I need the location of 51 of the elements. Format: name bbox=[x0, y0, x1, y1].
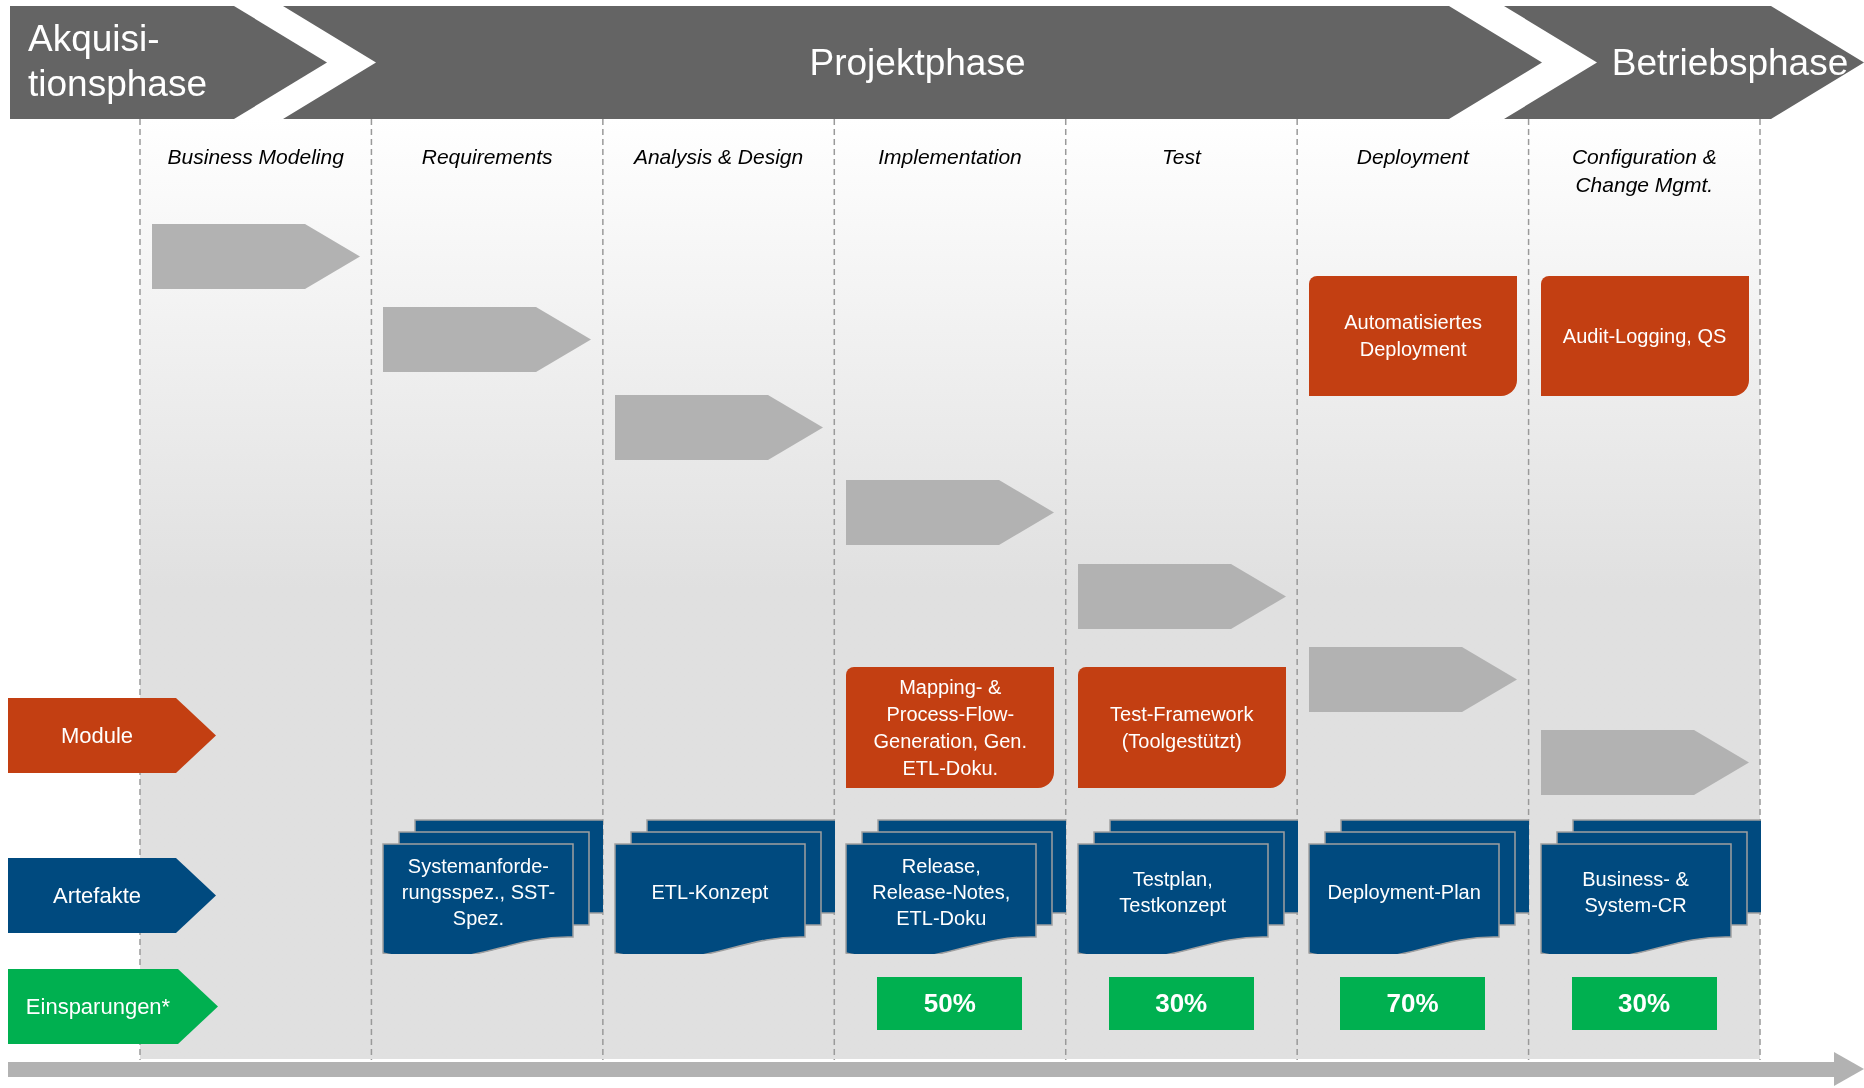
document-stack bbox=[1075, 818, 1298, 954]
phase-label: Akquisi- tionsphase bbox=[28, 17, 208, 106]
process-step-shape bbox=[152, 224, 360, 289]
module-box bbox=[1540, 276, 1749, 396]
column-heading: Implementation bbox=[877, 144, 1023, 170]
process-step-shape bbox=[846, 480, 1055, 545]
row-label: Module bbox=[60, 722, 134, 750]
document-stack bbox=[1307, 818, 1530, 954]
artifact-text: Systemanforde- rungsspez., SST- Spez. bbox=[400, 853, 557, 931]
savings-badge bbox=[1340, 977, 1486, 1030]
row-label: Einsparungen* bbox=[25, 993, 171, 1021]
module-text: Automatisiertes Deployment bbox=[1343, 310, 1484, 362]
phase-band bbox=[10, 6, 327, 119]
column-heading: Analysis & Design bbox=[632, 144, 805, 170]
column-heading: Test bbox=[1160, 144, 1203, 170]
savings-badge bbox=[1571, 977, 1717, 1030]
module-text: Test-Framework (Toolgestützt) bbox=[1109, 701, 1255, 754]
column-heading: Business Modeling bbox=[166, 144, 345, 170]
artifact-text: ETL-Konzept bbox=[650, 879, 770, 905]
artifact-text: Testplan, Testkonzept bbox=[1118, 866, 1228, 918]
savings-badge bbox=[877, 977, 1023, 1030]
process-step-shape bbox=[1077, 564, 1286, 629]
column-heading: Requirements bbox=[420, 144, 554, 170]
percent-value: 70% bbox=[1386, 987, 1439, 1020]
phase-label: Projektphase bbox=[809, 40, 1026, 85]
phase-band bbox=[1504, 6, 1864, 119]
module-text: Mapping- & Process-Flow- Generation, Gen. ETL-Doku. bbox=[872, 674, 1028, 781]
column-heading: Configuration & Change Mgmt. bbox=[1570, 144, 1718, 198]
row-label-chevron bbox=[8, 969, 218, 1044]
process-step-shape bbox=[383, 307, 592, 372]
savings-badge bbox=[1108, 977, 1254, 1030]
artifact-text: Business- & System-CR bbox=[1581, 866, 1690, 918]
percent-value: 30% bbox=[1618, 987, 1671, 1020]
document-stack bbox=[844, 818, 1067, 954]
artifact-text: Release, Release-Notes, ETL-Doku bbox=[871, 853, 1012, 931]
module-box bbox=[846, 667, 1055, 788]
process-step-shape bbox=[1540, 730, 1749, 795]
module-text: Audit-Logging, QS bbox=[1562, 323, 1727, 349]
percent-value: 30% bbox=[1155, 987, 1208, 1020]
row-label: Artefakte bbox=[52, 882, 141, 910]
module-box bbox=[1077, 667, 1286, 788]
process-step-shape bbox=[1309, 647, 1518, 712]
percent-value: 50% bbox=[923, 987, 976, 1020]
phase-label: Betriebsphase bbox=[1611, 40, 1849, 85]
artifact-text: Deployment-Plan bbox=[1326, 879, 1482, 905]
document-stack bbox=[612, 818, 835, 954]
document-stack bbox=[1538, 818, 1761, 954]
module-box bbox=[1309, 276, 1518, 396]
process-step-shape bbox=[614, 395, 823, 460]
document-stack bbox=[381, 818, 604, 954]
column-heading: Deployment bbox=[1355, 144, 1471, 170]
